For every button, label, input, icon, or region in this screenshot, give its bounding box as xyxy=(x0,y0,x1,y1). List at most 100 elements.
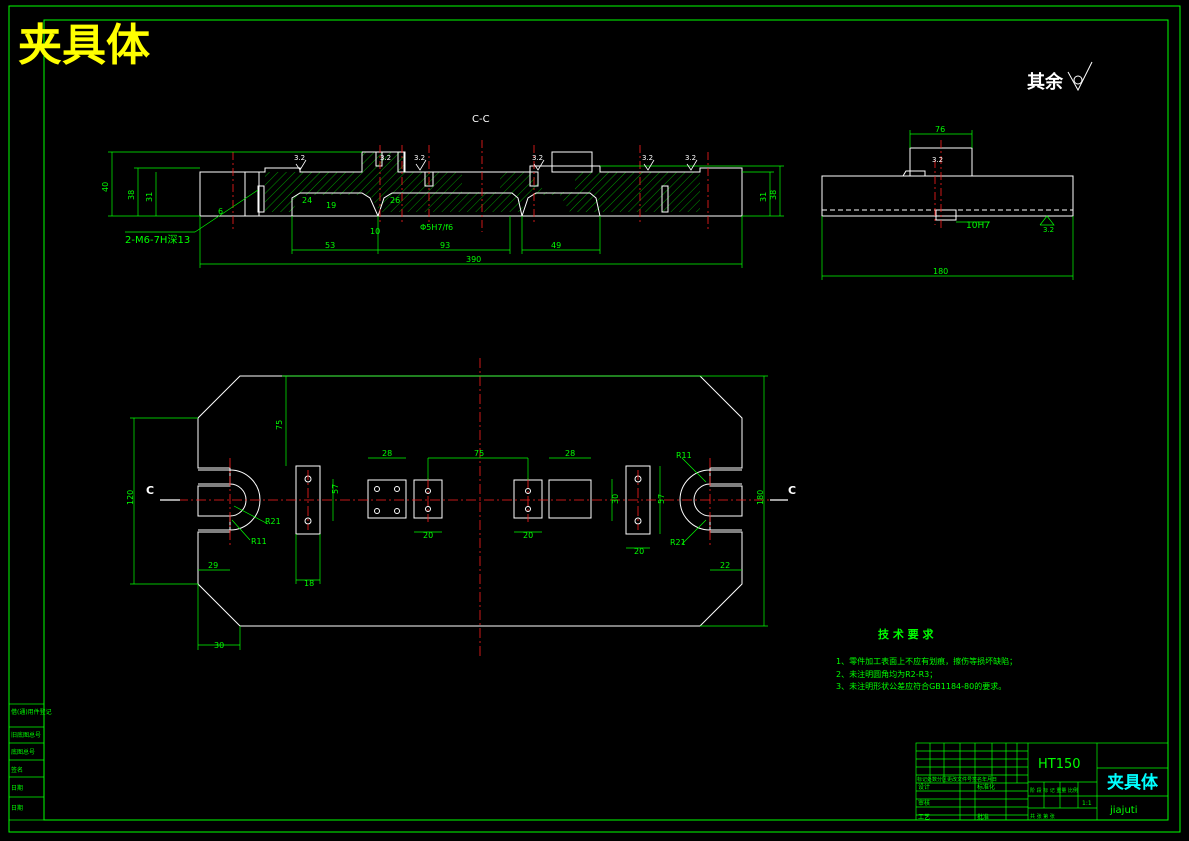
plan-dim-h75: 75 xyxy=(474,449,484,458)
plan-dim-28b: 28 xyxy=(565,449,575,458)
ra-6: 3.2 xyxy=(380,154,391,162)
tech-req-1: 1、零件加工表面上不应有划痕，擦伤等损坏缺陷； xyxy=(836,656,1017,666)
section-boss xyxy=(551,151,593,173)
plan-dim-30v: 30 xyxy=(611,494,620,504)
side-slot xyxy=(935,209,957,221)
title-scale: 1:1 xyxy=(1082,800,1092,807)
side-corner-roughness: 3.2 xyxy=(1043,226,1054,234)
thread-note: 2-M6-7H深13 xyxy=(125,234,190,246)
plan-dims xyxy=(130,375,768,650)
plan-dim-r11b: R11 xyxy=(676,451,692,460)
ra-4: 3.2 xyxy=(642,154,653,162)
side-dim-180: 180 xyxy=(933,267,948,276)
title-process: 工艺 xyxy=(918,813,930,821)
roughness-symbol-icon xyxy=(1067,61,1093,92)
pocket-right xyxy=(521,192,601,217)
dim-10: 10 xyxy=(370,227,380,236)
title-marks-header: 标记处数分区更改文件号签名年月日 xyxy=(917,776,997,783)
ra-icon-4 xyxy=(643,159,655,171)
plan-dim-r21b: R21 xyxy=(670,538,686,547)
section-hatch-right xyxy=(600,172,700,212)
plan-dim-28a: 28 xyxy=(382,449,392,458)
bore-pin-b xyxy=(397,151,405,173)
title-sheets: 共 张 第 张 xyxy=(1030,813,1055,820)
section-view xyxy=(199,140,743,232)
section-dims xyxy=(108,151,784,268)
bore-m6-left xyxy=(257,185,265,213)
dim-6: 6 xyxy=(218,207,223,216)
svg-text:日期: 日期 xyxy=(11,784,23,792)
section-label: C-C xyxy=(472,114,490,125)
plan-dim-20a: 20 xyxy=(423,531,433,540)
plan-dim-18: 18 xyxy=(304,579,314,588)
bore-left xyxy=(244,171,260,217)
pocket-left xyxy=(291,192,379,217)
title-block xyxy=(915,742,1169,821)
dim-r31: 31 xyxy=(759,192,768,202)
plan-dim-r21a: R21 xyxy=(265,517,281,526)
side-fit: 10H7 xyxy=(966,221,990,231)
plan-dim-22: 22 xyxy=(720,561,730,570)
title-material: HT150 xyxy=(1038,757,1081,772)
title-stage-header: 阶 段 标 记 重量 比例 xyxy=(1030,787,1078,794)
plan-dim-20b: 20 xyxy=(523,531,533,540)
plan-dim-57a: 57 xyxy=(331,484,340,494)
title-standard: 标准化 xyxy=(977,783,995,791)
dim-r38: 38 xyxy=(769,190,778,200)
tech-req-title: 技 术 要 求 xyxy=(878,627,934,641)
dim-24: 24 xyxy=(302,196,312,205)
side-step xyxy=(902,170,926,177)
ra-2: 3.2 xyxy=(414,154,425,162)
bore-pin-a xyxy=(375,151,383,167)
drawing-title: 夹具体 xyxy=(18,20,150,71)
title-part-name: 夹具体 xyxy=(1107,772,1159,793)
block-sq-d xyxy=(548,479,592,519)
dim-93: 93 xyxy=(440,241,450,250)
dim-h40: 40 xyxy=(101,182,110,192)
ra-1: 3.2 xyxy=(294,154,305,162)
dim-h38: 38 xyxy=(127,190,136,200)
svg-text:日期: 日期 xyxy=(11,804,23,812)
plan-dim-20c: 20 xyxy=(634,547,644,556)
section-dim-labels: 390 53 10 93 49 Φ5H7/f6 40 38 31 31 38 2… xyxy=(101,182,778,264)
dim-fit-hole: Φ5H7/f6 xyxy=(420,223,453,232)
plan-dim-v75: 75 xyxy=(275,420,284,430)
section-outline xyxy=(199,151,743,217)
u-slot-right xyxy=(679,469,742,531)
plan-dim-120: 120 xyxy=(126,490,135,505)
tech-req-3: 3、未注明形状公差应符合GB1184-80的要求。 xyxy=(836,681,1006,691)
title-designer: 设计 xyxy=(918,783,930,791)
dim-h31: 31 xyxy=(145,192,154,202)
svg-text:签名: 签名 xyxy=(11,766,23,774)
side-dim-76: 76 xyxy=(935,125,945,134)
plan-centerlines xyxy=(160,358,788,658)
dim-49: 49 xyxy=(551,241,561,250)
plan-dim-labels: 75 75 28 28 20 20 20 18 29 22 30 120 180… xyxy=(126,420,765,650)
svg-text:旧底图总号: 旧底图总号 xyxy=(11,731,41,739)
dim-26: 26 xyxy=(390,196,400,205)
ra-5: 3.2 xyxy=(685,154,696,162)
dim-19: 19 xyxy=(326,201,336,210)
cut-label-right: C xyxy=(788,484,796,497)
svg-text:底图总号: 底图总号 xyxy=(11,748,35,756)
bore-m6-right xyxy=(661,185,669,213)
pocket-mid xyxy=(377,192,523,217)
ra-icon-2 xyxy=(415,159,427,171)
title-checker: 审核 xyxy=(918,799,930,807)
outer-frame xyxy=(8,5,1181,833)
plan-dim-29: 29 xyxy=(208,561,218,570)
block-sq-a xyxy=(367,479,407,519)
side-view xyxy=(821,140,1074,228)
title-approve: 批准 xyxy=(977,813,989,821)
ra-icon-3 xyxy=(533,159,545,171)
side-stamp-labels: 借(通)用件登记 旧底图总号 底图总号 签名 日期 日期 xyxy=(11,708,52,812)
side-stamp-strip xyxy=(8,703,45,821)
ra-icon-5 xyxy=(686,159,698,171)
section-roughness: 3.2 3.2 3.2 3.2 3.2 3.2 xyxy=(294,154,696,162)
dim-overall-390: 390 xyxy=(466,255,481,264)
plan-dim-180: 180 xyxy=(756,490,765,505)
dim-53: 53 xyxy=(325,241,335,250)
ra-icon-1 xyxy=(295,159,307,171)
side-roughness: 3.2 xyxy=(932,156,943,164)
